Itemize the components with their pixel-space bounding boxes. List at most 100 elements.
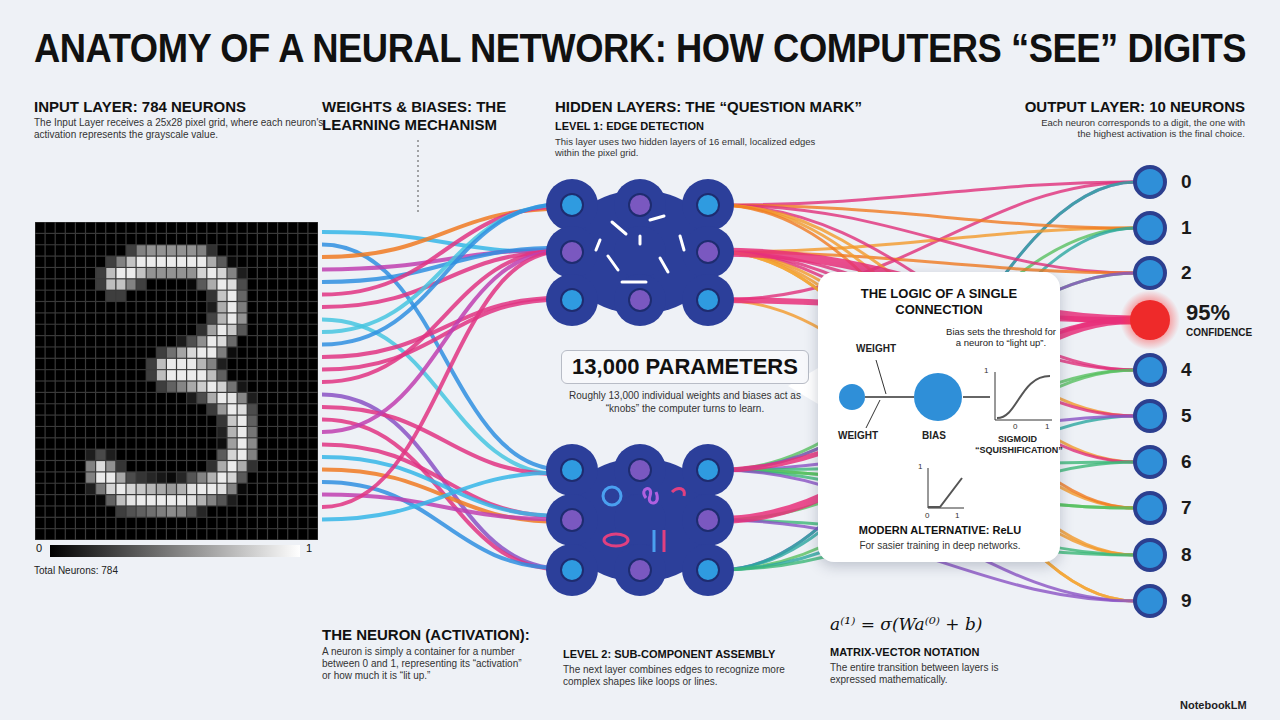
- pixel: [207, 348, 216, 358]
- pixel: [309, 495, 318, 505]
- pixel: [197, 393, 206, 403]
- pixel: [147, 495, 156, 505]
- pixel: [248, 484, 257, 494]
- pixel: [187, 370, 196, 380]
- pixel: [177, 223, 186, 233]
- pixel: [46, 325, 55, 335]
- pixel: [106, 336, 115, 346]
- pixel: [228, 416, 237, 426]
- pixel: [36, 427, 45, 437]
- output-neuron: 8: [1129, 534, 1192, 576]
- pixel: [309, 438, 318, 448]
- pixel: [137, 257, 146, 267]
- pixel: [278, 529, 287, 539]
- output-neuron: 7: [1129, 487, 1192, 529]
- pixel: [238, 336, 247, 346]
- pixel: [207, 359, 216, 369]
- pixel: [117, 473, 126, 483]
- pixel: [309, 484, 318, 494]
- pixel: [238, 495, 247, 505]
- pixel: [96, 359, 105, 369]
- pixel: [36, 484, 45, 494]
- pixel: [106, 438, 115, 448]
- hidden-neuron: [629, 459, 651, 481]
- pixel: [258, 393, 267, 403]
- pixel: [268, 473, 277, 483]
- pixel: [66, 291, 75, 301]
- pixel: [46, 245, 55, 255]
- pixel: [258, 359, 267, 369]
- pixel: [228, 450, 237, 460]
- pixel: [137, 314, 146, 324]
- hidden-neuron: [697, 194, 719, 216]
- pixel: [46, 291, 55, 301]
- neuron-fill: [1135, 586, 1165, 616]
- pixel: [167, 325, 176, 335]
- pixel: [207, 302, 216, 312]
- pixel: [147, 223, 156, 233]
- pixel: [187, 302, 196, 312]
- parameters-heading: 13,000 PARAMETERS: [561, 350, 809, 384]
- pixel: [187, 450, 196, 460]
- pixel: [86, 473, 95, 483]
- pixel: [248, 370, 257, 380]
- pixel: [106, 427, 115, 437]
- pixel: [117, 393, 126, 403]
- pixel: [86, 279, 95, 289]
- pixel: [66, 416, 75, 426]
- pixel: [268, 291, 277, 301]
- pixel: [157, 325, 166, 335]
- pixel: [309, 507, 318, 517]
- pixel: [298, 495, 307, 505]
- pixel: [167, 382, 176, 392]
- pixel: [228, 325, 237, 335]
- pixel: [96, 370, 105, 380]
- pixel: [218, 302, 227, 312]
- pixel: [137, 348, 146, 358]
- pixel: [309, 529, 318, 539]
- pixel: [187, 529, 196, 539]
- pixel: [258, 382, 267, 392]
- pixel: [207, 461, 216, 471]
- pixel: [36, 336, 45, 346]
- callout-box: THE LOGIC OF A SINGLE CONNECTION: [818, 272, 1060, 562]
- weight-line: [322, 395, 562, 569]
- pixel: [228, 495, 237, 505]
- pixel: [228, 359, 237, 369]
- pixel: [96, 279, 105, 289]
- pixel: [298, 291, 307, 301]
- pixel: [218, 314, 227, 324]
- pixel: [258, 438, 267, 448]
- pixel: [157, 473, 166, 483]
- pixel: [137, 393, 146, 403]
- pixel: [298, 325, 307, 335]
- pixel: [76, 404, 85, 414]
- pixel: [207, 518, 216, 528]
- pixel: [86, 507, 95, 517]
- pixel: [238, 427, 247, 437]
- pixel: [197, 302, 206, 312]
- pixel: [167, 507, 176, 517]
- pixel: [106, 518, 115, 528]
- pixel: [268, 495, 277, 505]
- pixel: [207, 268, 216, 278]
- pixel: [207, 314, 216, 324]
- pixel: [66, 495, 75, 505]
- pixel: [218, 416, 227, 426]
- axis-value: 1: [918, 462, 922, 472]
- pixel: [228, 291, 237, 301]
- pixel: [238, 484, 247, 494]
- pixel: [56, 450, 65, 460]
- pixel: [248, 461, 257, 471]
- pixel: [96, 507, 105, 517]
- subheading: LEVEL 1: EDGE DETECTION: [555, 120, 855, 133]
- pixel: [228, 382, 237, 392]
- pixel: [228, 461, 237, 471]
- pixel: [137, 529, 146, 539]
- neuron-fill: [1135, 540, 1165, 570]
- pixel: [298, 348, 307, 358]
- pixel: [36, 416, 45, 426]
- pixel: [117, 348, 126, 358]
- pixel: [96, 450, 105, 460]
- pixel: [66, 529, 75, 539]
